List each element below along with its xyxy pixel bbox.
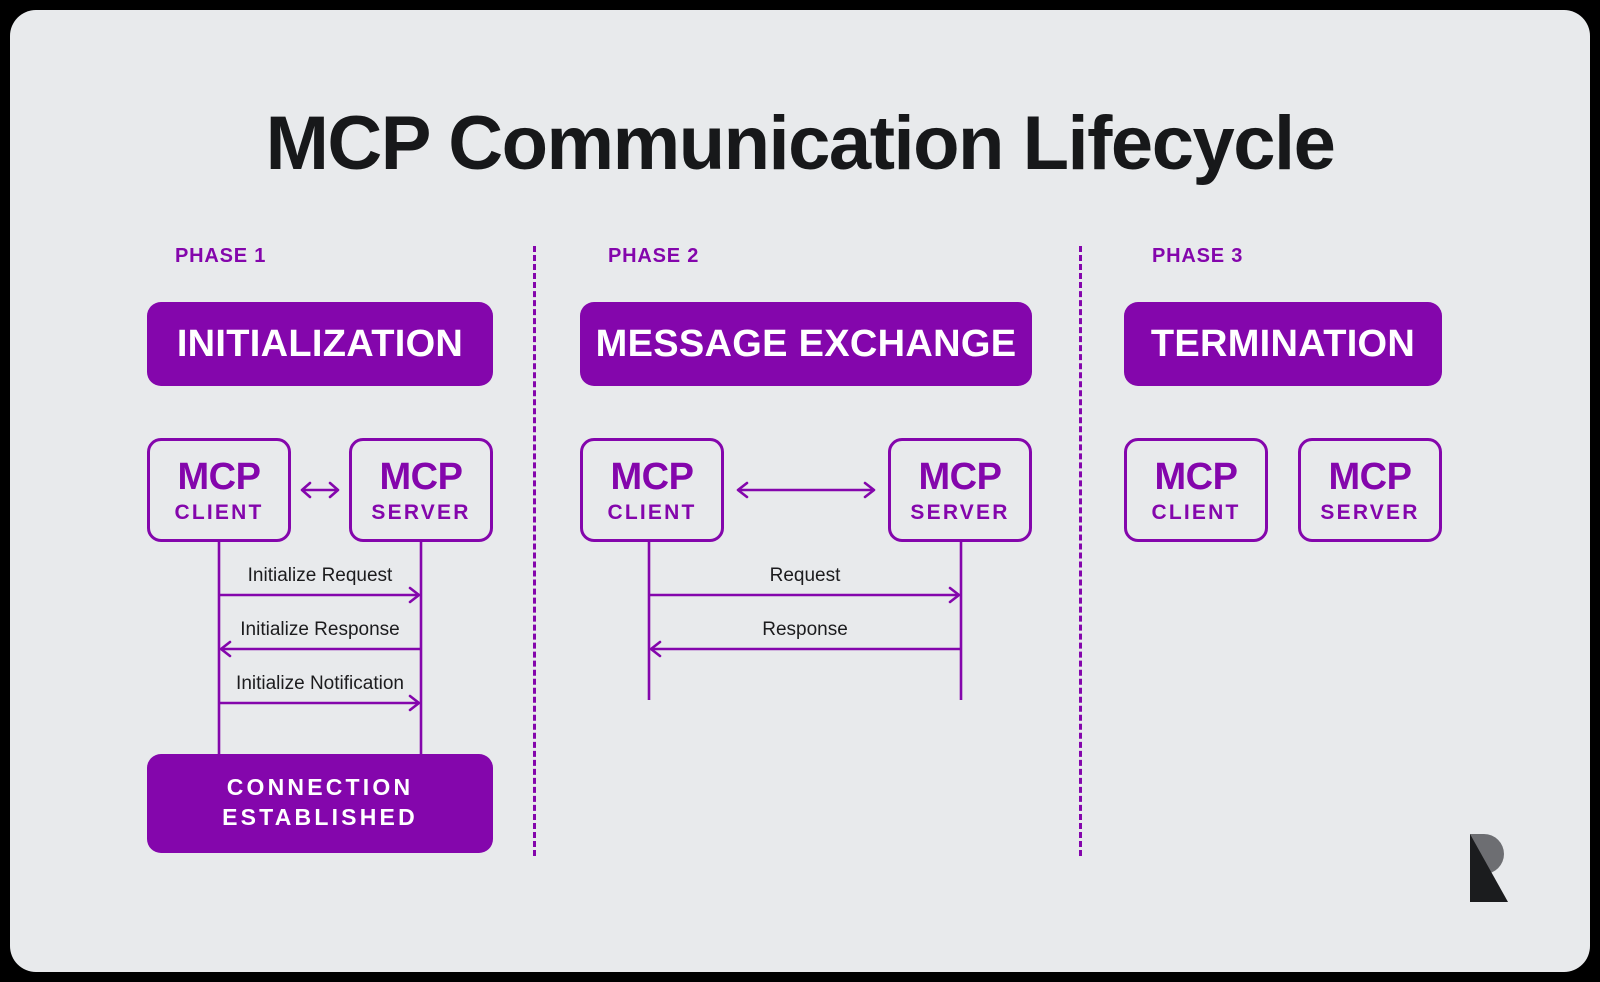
- phase-label-1: PHASE 1: [175, 245, 267, 267]
- mcp-server-node-2[interactable]: MCP SERVER: [888, 438, 1032, 542]
- phase-1-node-row: MCP CLIENT MCP SERVER: [147, 438, 493, 542]
- mcp-client-sub-3: CLIENT: [1151, 500, 1241, 524]
- phase-column-1: PHASE 1 INITIALIZATION MCP CLIENT MCP SE…: [147, 246, 493, 853]
- connection-established-banner: CONNECTION ESTABLISHED: [147, 754, 493, 853]
- message-label-2-2: Response: [762, 619, 848, 640]
- status-line-1: CONNECTION: [226, 774, 414, 800]
- phase-divider-1: [533, 246, 536, 856]
- phase-3-node-row: MCP CLIENT MCP SERVER: [1124, 438, 1442, 542]
- mcp-server-node-1[interactable]: MCP SERVER: [349, 438, 493, 542]
- phase-2-sequence: Request Response: [580, 542, 1032, 700]
- double-headed-arrow-icon: [724, 479, 888, 501]
- mcp-server-sub-1: SERVER: [371, 500, 471, 524]
- message-label-1-1: Initialize Request: [247, 565, 393, 586]
- mcp-client-sub-2: CLIENT: [607, 500, 697, 524]
- brand-r-logo: [1450, 834, 1512, 902]
- phase-column-2: PHASE 2 MESSAGE EXCHANGE MCP CLIENT MCP …: [580, 246, 1032, 700]
- phase-label-2: PHASE 2: [608, 245, 700, 267]
- phase-divider-2: [1079, 246, 1082, 856]
- mcp-client-node-1[interactable]: MCP CLIENT: [147, 438, 291, 542]
- message-label-1-3: Initialize Notification: [236, 673, 404, 694]
- mcp-server-title-3: MCP: [1328, 455, 1412, 498]
- phase-1-sequence: Initialize Request Initialize Response I…: [147, 542, 493, 754]
- mcp-server-sub-3: SERVER: [1320, 500, 1420, 524]
- mcp-server-title-1: MCP: [379, 455, 463, 498]
- mcp-client-sub-1: CLIENT: [174, 500, 264, 524]
- phase-banner-1[interactable]: INITIALIZATION: [147, 302, 493, 386]
- phase-label-3: PHASE 3: [1152, 245, 1244, 267]
- status-line-2: ESTABLISHED: [222, 804, 418, 831]
- phase-banner-2[interactable]: MESSAGE EXCHANGE: [580, 302, 1032, 386]
- double-headed-arrow-icon: [291, 479, 349, 501]
- mcp-client-title-1: MCP: [177, 455, 261, 498]
- phase-2-node-row: MCP CLIENT MCP SERVER: [580, 438, 1032, 542]
- phase-banner-3[interactable]: TERMINATION: [1124, 302, 1442, 386]
- mcp-client-node-3[interactable]: MCP CLIENT: [1124, 438, 1268, 542]
- mcp-client-title-3: MCP: [1154, 455, 1238, 498]
- mcp-server-node-3[interactable]: MCP SERVER: [1298, 438, 1442, 542]
- phase-column-3: PHASE 3 TERMINATION MCP CLIENT MCP SERVE…: [1124, 246, 1442, 542]
- message-label-2-1: Request: [769, 565, 841, 586]
- diagram-card: MCP Communication Lifecycle PHASE 1 INIT…: [10, 10, 1590, 972]
- page-title: MCP Communication Lifecycle: [265, 101, 1336, 186]
- message-label-1-2: Initialize Response: [240, 619, 400, 640]
- mcp-client-title-2: MCP: [610, 455, 694, 498]
- mcp-server-sub-2: SERVER: [910, 500, 1010, 524]
- mcp-server-title-2: MCP: [918, 455, 1002, 498]
- mcp-client-node-2[interactable]: MCP CLIENT: [580, 438, 724, 542]
